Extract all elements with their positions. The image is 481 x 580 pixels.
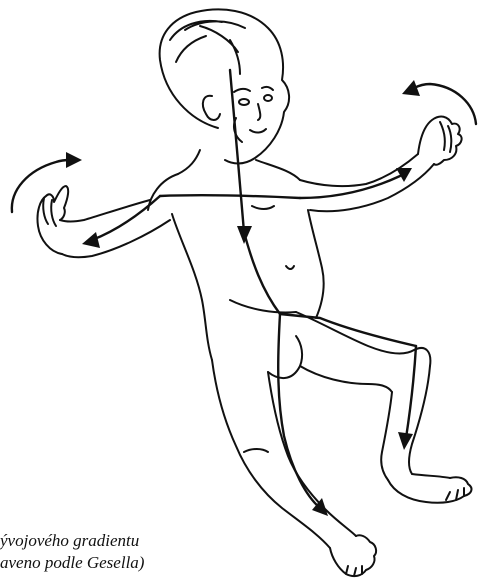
caption-line-2: aveno podle Gesella) <box>0 552 240 574</box>
right-thigh-upper <box>296 312 430 366</box>
navel <box>286 266 294 269</box>
infant-head <box>160 9 289 163</box>
torso-to-hip-line <box>244 232 280 314</box>
shoulder-left <box>148 174 178 210</box>
torso-right-side <box>308 210 324 318</box>
mouth <box>250 129 266 133</box>
eyebrow-left <box>234 89 250 92</box>
neck-left <box>178 150 200 174</box>
eye-left <box>239 99 249 105</box>
neck-right <box>256 160 300 180</box>
right-fingers <box>440 122 451 152</box>
infant-torso <box>148 150 324 360</box>
chest-line <box>252 206 274 209</box>
right-thigh-lower <box>300 366 392 392</box>
head-to-torso-arrow <box>230 70 244 232</box>
left-foot <box>330 535 376 576</box>
left-rotation-arrowhead <box>66 152 82 168</box>
right-rotation-arrowhead <box>402 80 420 96</box>
shoulder-to-right-hand-arrow <box>300 176 400 198</box>
infant-left-arm <box>37 186 170 257</box>
belly-fold <box>230 300 296 313</box>
left-leg-inner <box>268 372 356 536</box>
shoulder-line <box>160 195 300 198</box>
gradient-arrows <box>12 70 476 516</box>
nose <box>258 104 260 120</box>
eye-right <box>264 95 272 101</box>
eyebrow-right <box>262 87 273 90</box>
shoulder-to-right-hand-arrowhead <box>396 168 412 182</box>
infant-right-leg <box>268 312 471 503</box>
ear <box>203 96 220 120</box>
head-outline <box>160 9 289 163</box>
shoulder-to-left-hand-arrowhead <box>82 232 100 248</box>
right-knee-to-foot-arrow <box>406 346 416 438</box>
left-arm-upper-edge <box>60 200 150 222</box>
left-arm-lower-edge <box>62 220 170 257</box>
left-knee <box>244 449 268 452</box>
hair <box>170 21 245 74</box>
caption-line-1: ývojového gradientu <box>0 530 240 552</box>
torso-left-side <box>172 214 212 360</box>
genital-area <box>268 336 302 378</box>
figure-caption: ývojového gradientu aveno podle Gesella) <box>0 530 240 574</box>
right-foot <box>388 474 471 503</box>
hip-to-right-foot-line <box>280 314 416 346</box>
right-shin-inner <box>381 392 392 480</box>
